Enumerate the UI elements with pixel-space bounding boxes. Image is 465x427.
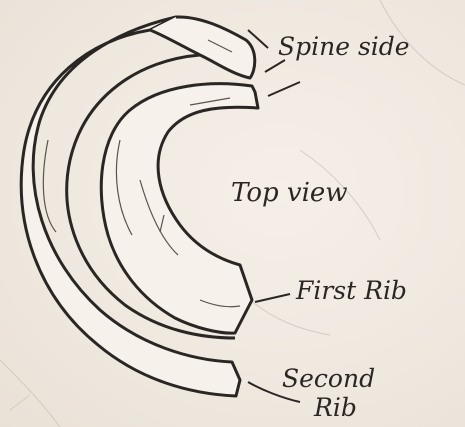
second-rib-label-line1: Second: [282, 366, 375, 391]
second-rib-spine-end: [150, 17, 255, 78]
first-rib: [101, 84, 258, 333]
first-rib-label: First Rib: [296, 278, 407, 303]
leader-lines: [248, 30, 300, 402]
top-view-label: Top view: [231, 180, 348, 206]
first-rib-pointer: [255, 294, 290, 302]
spine-side-label: Spine side: [278, 34, 410, 59]
second-rib-label-line2: Rib: [314, 395, 357, 420]
